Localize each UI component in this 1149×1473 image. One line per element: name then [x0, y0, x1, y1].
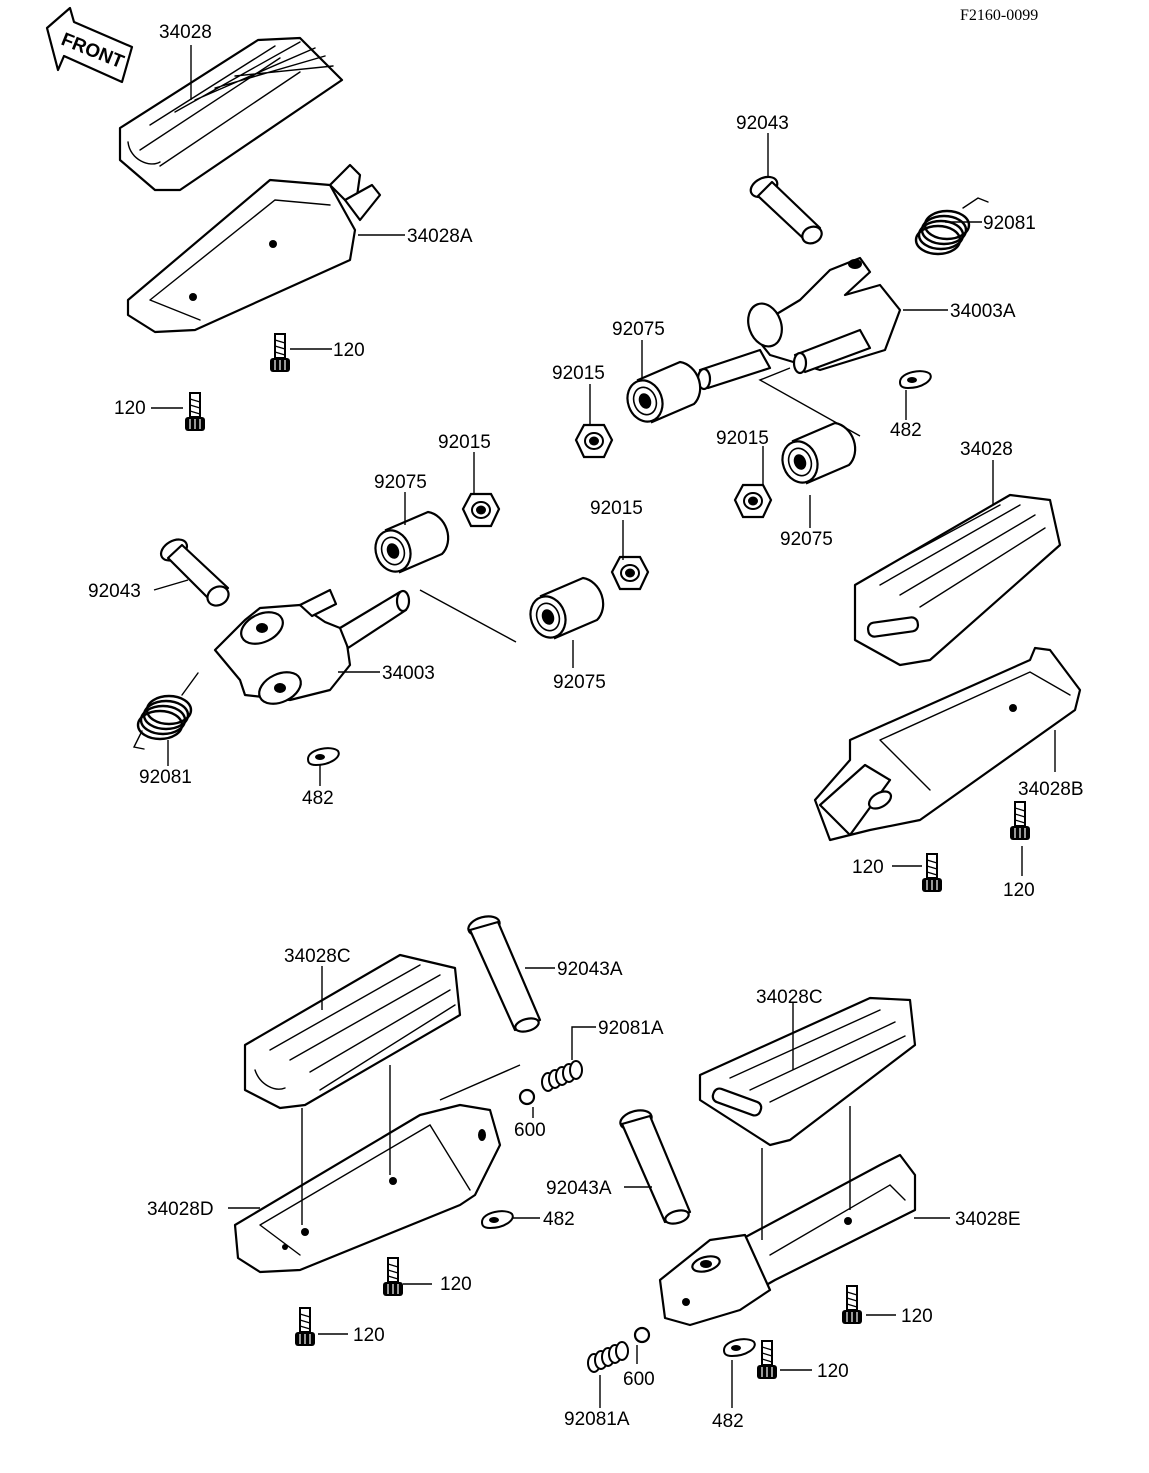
- part-labels: 34028 34028A 120 120 92043 92081 34003A …: [88, 22, 1084, 1432]
- label-600: 600: [623, 1369, 655, 1390]
- label-34028: 34028: [159, 22, 212, 43]
- label-92043: 92043: [736, 113, 789, 134]
- label-92081A: 92081A: [598, 1018, 664, 1039]
- pin-92043A-left: [467, 915, 542, 1033]
- front-arrow-icon: FRONT: [45, 6, 134, 84]
- footpeg-bracket-34028A: [126, 163, 382, 334]
- label-34028E: 34028E: [955, 1209, 1021, 1230]
- bolt-icon: [1009, 801, 1031, 841]
- label-92043: 92043: [88, 581, 141, 602]
- spring-icon: [914, 197, 989, 256]
- label-92075: 92075: [612, 319, 665, 340]
- label-92075: 92075: [374, 472, 427, 493]
- bolt-icon: [269, 333, 291, 373]
- footpeg-rubber-34028C-right: [698, 996, 917, 1147]
- collar-icon: [775, 421, 857, 489]
- footpeg-rubber-middle-right: [853, 493, 1062, 667]
- collar-icon: [523, 576, 605, 644]
- label-600: 600: [514, 1120, 546, 1141]
- label-34028D: 34028D: [147, 1199, 214, 1220]
- leader-lines: [151, 45, 1056, 1408]
- label-482: 482: [890, 420, 922, 441]
- label-92043A: 92043A: [557, 959, 623, 980]
- label-34003A: 34003A: [950, 301, 1016, 322]
- pin-92043A-right: [619, 1109, 692, 1225]
- label-34003: 34003: [382, 663, 435, 684]
- label-120: 120: [817, 1361, 849, 1382]
- bolt-icon: [184, 392, 206, 432]
- label-120: 120: [852, 857, 884, 878]
- bolt-icon: [294, 1307, 316, 1347]
- label-92015: 92015: [438, 432, 491, 453]
- clip-icon: [307, 747, 340, 766]
- bolt-icon: [382, 1257, 404, 1297]
- label-482: 482: [543, 1209, 575, 1230]
- label-34028C: 34028C: [756, 987, 823, 1008]
- nut-icon: [733, 483, 773, 519]
- footpeg-bracket-34028D: [233, 1103, 502, 1274]
- clip-icon: [723, 1338, 756, 1357]
- clip-icon: [899, 370, 932, 389]
- label-34028C: 34028C: [284, 946, 351, 967]
- bolt-icon: [756, 1340, 778, 1380]
- label-482: 482: [302, 788, 334, 809]
- label-92075: 92075: [780, 529, 833, 550]
- label-92081: 92081: [139, 767, 192, 788]
- footpeg-rubber-34028C-left: [243, 953, 462, 1110]
- ball-icon: [518, 1088, 536, 1106]
- label-34028B: 34028B: [1018, 779, 1084, 800]
- pin-92043-top: [749, 175, 823, 245]
- pivot-34003: [213, 588, 411, 705]
- nut-icon: [610, 555, 650, 591]
- label-34028A: 34028A: [407, 226, 473, 247]
- footpeg-bracket-34028B: [813, 646, 1082, 842]
- label-120: 120: [901, 1306, 933, 1327]
- small-spring-icon: [541, 1060, 583, 1092]
- label-92081A: 92081A: [564, 1409, 630, 1430]
- label-120: 120: [1003, 880, 1035, 901]
- label-120: 120: [440, 1274, 472, 1295]
- bolt-icon: [921, 853, 943, 893]
- ball-icon: [633, 1326, 651, 1344]
- collar-icon: [368, 510, 450, 578]
- footpeg-rubber-top-left: [118, 36, 344, 192]
- small-spring-icon: [587, 1341, 629, 1373]
- pin-92043-left: [159, 538, 230, 607]
- label-120: 120: [353, 1325, 385, 1346]
- spring-icon: [132, 672, 199, 750]
- footpeg-bracket-34028E: [658, 1153, 917, 1327]
- label-92015: 92015: [552, 363, 605, 384]
- label-482: 482: [712, 1411, 744, 1432]
- label-92081: 92081: [983, 213, 1036, 234]
- nut-icon: [574, 423, 614, 459]
- nut-icon: [461, 492, 501, 528]
- collar-icon: [620, 360, 702, 428]
- label-120: 120: [114, 398, 146, 419]
- figure-reference: F2160-0099: [960, 7, 1038, 24]
- bolt-icon: [841, 1285, 863, 1325]
- label-120: 120: [333, 340, 365, 361]
- label-92015: 92015: [716, 428, 769, 449]
- label-92015: 92015: [590, 498, 643, 519]
- clip-icon: [481, 1210, 514, 1229]
- label-92075: 92075: [553, 672, 606, 693]
- label-92043A: 92043A: [546, 1178, 612, 1199]
- label-34028: 34028: [960, 439, 1013, 460]
- pivot-34003A: [696, 256, 902, 391]
